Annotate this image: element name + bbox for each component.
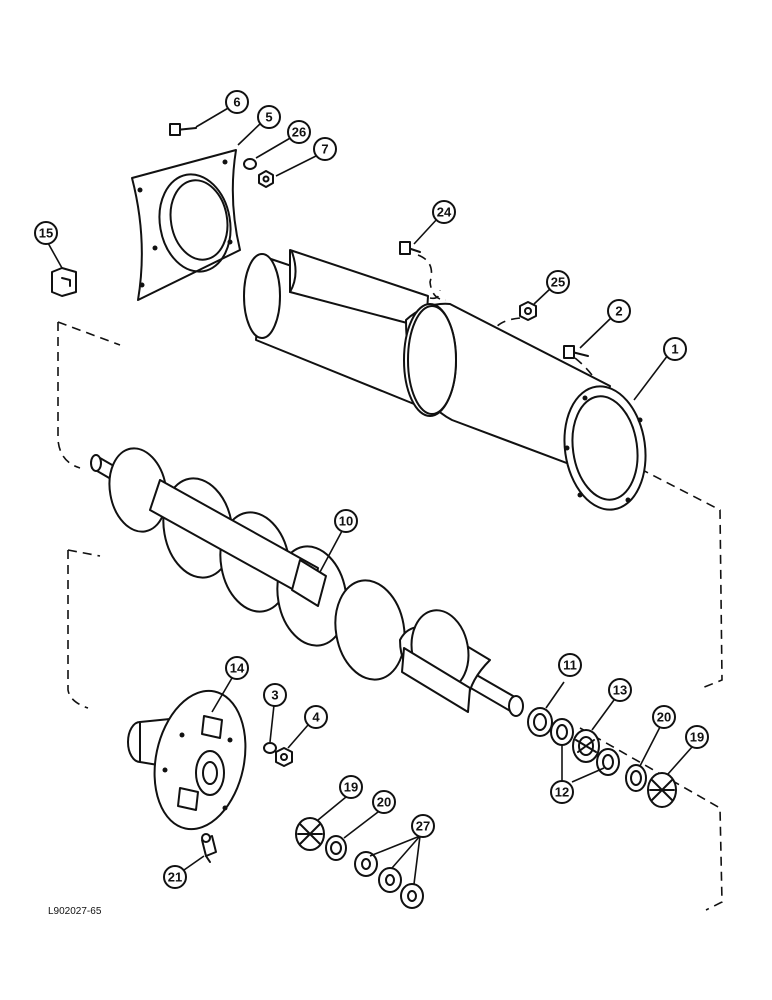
callout-1: 1: [663, 337, 687, 361]
callout-13: 13: [608, 678, 632, 702]
svg-text:10: 10: [339, 514, 353, 529]
callout-4: 4: [304, 705, 328, 729]
callout-6: 6: [225, 90, 249, 114]
svg-text:25: 25: [551, 275, 565, 290]
callout-14: 14: [225, 656, 249, 680]
washer-11: [527, 707, 553, 737]
washer-12a: [550, 718, 574, 746]
callout-26: 26: [287, 120, 311, 144]
callout-10: 10: [334, 509, 358, 533]
nut-4: [275, 747, 293, 767]
svg-text:21: 21: [168, 870, 182, 885]
callout-2: 2: [607, 299, 631, 323]
svg-text:13: 13: [613, 683, 627, 698]
svg-text:20: 20: [657, 710, 671, 725]
mounting-plate: [131, 149, 241, 301]
auger-tube: [243, 249, 647, 511]
callout-19-bottom: 19: [339, 775, 363, 799]
svg-text:11: 11: [563, 658, 577, 673]
nut-7: [258, 170, 274, 188]
callout-21: 21: [163, 865, 187, 889]
svg-text:7: 7: [321, 142, 328, 157]
washer-12b: [596, 748, 620, 776]
callout-5: 5: [257, 105, 281, 129]
grease-fitting: [201, 833, 217, 863]
bolt-2: [563, 345, 589, 359]
washers-27: [354, 851, 424, 909]
bolt-24: [399, 241, 421, 255]
callout-20-right: 20: [652, 705, 676, 729]
svg-text:12: 12: [555, 785, 569, 800]
cup-20-right: [625, 764, 647, 792]
svg-text:1: 1: [671, 342, 678, 357]
svg-text:15: 15: [39, 226, 53, 241]
nut-25: [519, 301, 537, 321]
callout-25: 25: [546, 270, 570, 294]
drawing-reference-number: L902027-65: [48, 906, 102, 917]
leader-lines: [47, 106, 693, 885]
callout-12: 12: [550, 780, 574, 804]
svg-text:4: 4: [312, 710, 320, 725]
callout-19-right: 19: [685, 725, 709, 749]
svg-text:19: 19: [690, 730, 704, 745]
lockwasher-26: [243, 158, 257, 170]
cup-20-bottom: [325, 835, 347, 861]
svg-text:26: 26: [292, 125, 306, 140]
callout-7: 7: [313, 137, 337, 161]
dashed-assembly-lines: [57, 254, 723, 911]
svg-text:2: 2: [615, 304, 622, 319]
svg-text:6: 6: [233, 95, 240, 110]
callout-24: 24: [432, 200, 456, 224]
svg-text:3: 3: [271, 688, 278, 703]
retaining-clip: [51, 267, 77, 297]
callout-15: 15: [34, 221, 58, 245]
callout-3: 3: [263, 683, 287, 707]
cone-19-right: [647, 772, 677, 808]
cone-19-bottom: [295, 817, 325, 851]
callout-20-bottom: 20: [372, 790, 396, 814]
svg-text:24: 24: [437, 205, 452, 220]
svg-text:19: 19: [344, 780, 358, 795]
bearing-hub-plate: [127, 689, 247, 831]
svg-text:5: 5: [265, 110, 272, 125]
thrust-bearing-13: [572, 729, 600, 763]
svg-text:27: 27: [416, 819, 430, 834]
auger-flighting: [90, 447, 524, 717]
lockwasher-3: [263, 742, 277, 754]
svg-text:20: 20: [377, 795, 391, 810]
callout-27: 27: [411, 814, 435, 838]
svg-text:14: 14: [230, 661, 245, 676]
bolt-6: [169, 123, 197, 136]
callout-11: 11: [558, 653, 582, 677]
